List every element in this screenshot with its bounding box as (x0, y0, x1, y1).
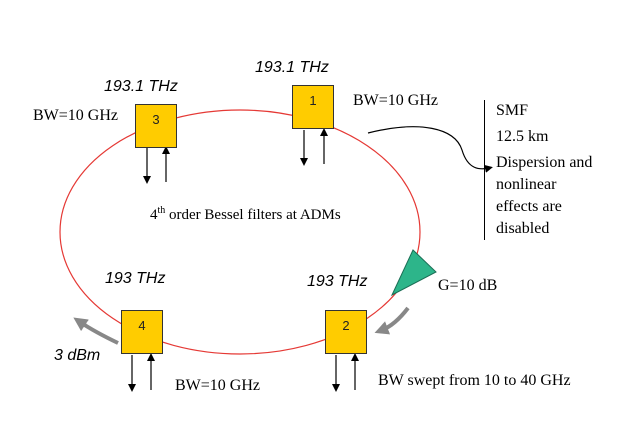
fiber-line-3: Dispersion and (496, 154, 593, 171)
amplifier-icon (390, 249, 437, 297)
amp-to-node2-arrow (374, 306, 410, 335)
input-power-arrow (73, 317, 119, 345)
fiber-ring (59, 109, 421, 355)
fiber-pointer (367, 126, 493, 173)
adm-node-4: 4 (121, 310, 163, 354)
center-label-prefix: 4 (150, 207, 158, 223)
node-3-number: 3 (152, 112, 160, 127)
node-4-frequency: 193 THz (105, 270, 166, 287)
input-power: 3 dBm (54, 347, 101, 364)
node-3-frequency: 193.1 THz (104, 78, 178, 95)
node-2-bandwidth: BW swept from 10 to 40 GHz (378, 372, 571, 389)
fiber-line-4: nonlinear (496, 176, 557, 193)
node-2-number: 2 (342, 318, 350, 333)
fiber-line-1: SMF (496, 102, 529, 119)
adm-node-3: 3 (135, 104, 177, 148)
fiber-line-2: 12.5 km (496, 128, 549, 145)
fiber-line-5: effects are (496, 198, 562, 215)
node-1-number: 1 (309, 93, 317, 108)
node-3-bandwidth: BW=10 GHz (33, 107, 119, 124)
center-label-sup: th (157, 205, 166, 216)
node-4-number: 4 (138, 318, 146, 333)
node-1-bandwidth: BW=10 GHz (353, 92, 439, 109)
adm-node-2: 2 (325, 310, 367, 354)
node-4-bandwidth: BW=10 GHz (175, 377, 261, 394)
amplifier-gain: G=10 dB (438, 277, 498, 294)
fiber-line-6: disabled (496, 220, 550, 237)
center-label-suffix: order Bessel filters at ADMs (165, 207, 341, 223)
adm-node-1: 1 (292, 85, 334, 129)
node-2-frequency: 193 THz (307, 273, 368, 290)
center-label: 4th order Bessel filters at ADMs (150, 205, 341, 224)
fiber-bracket (484, 100, 487, 240)
node-1-frequency: 193.1 THz (255, 59, 329, 76)
